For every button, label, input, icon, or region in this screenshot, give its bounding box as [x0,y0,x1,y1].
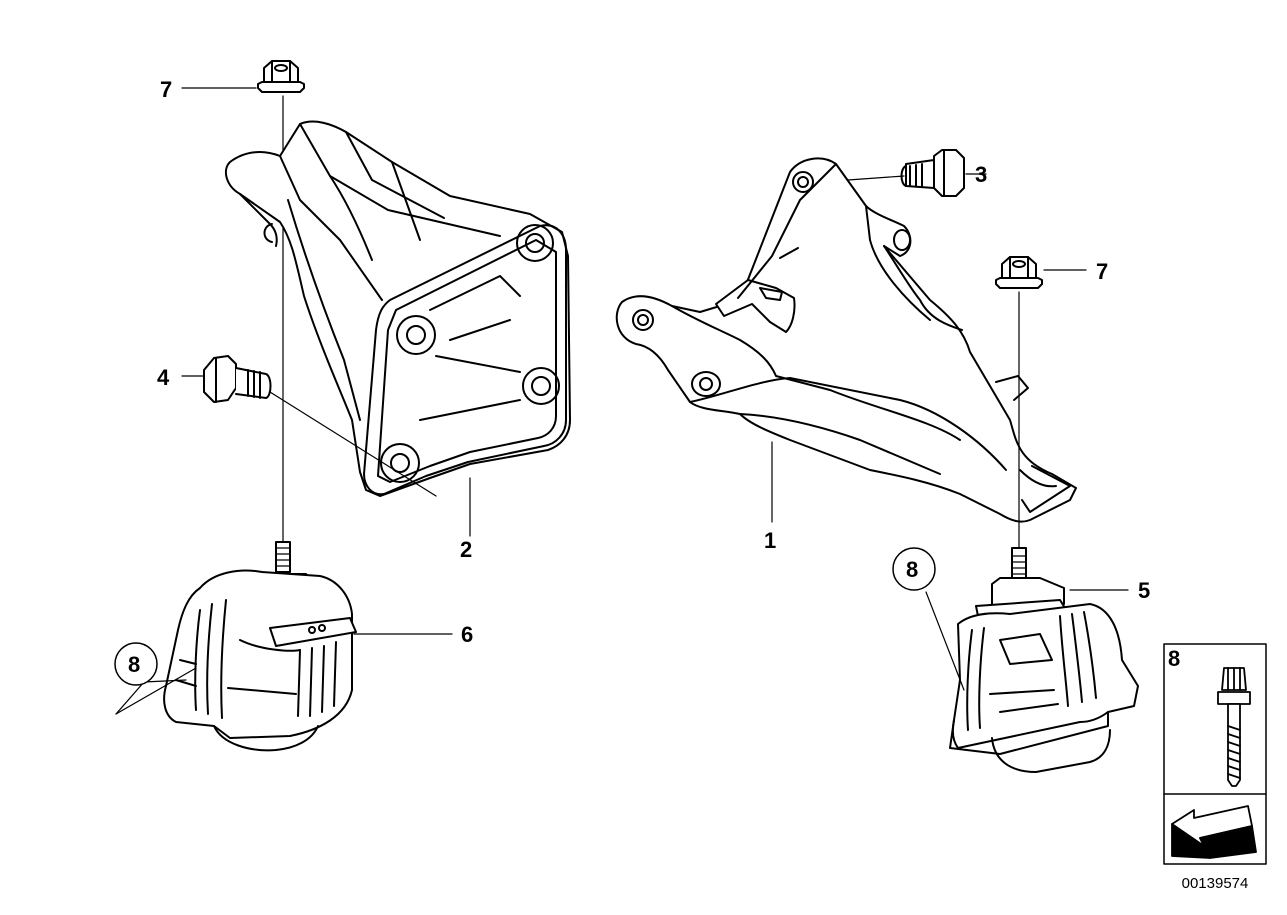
callout-4: 4 [157,365,170,390]
callout-8-left: 8 [128,652,140,677]
callout-7-right: 7 [1096,259,1108,284]
bolt-part-3 [900,149,965,197]
inset-bolt-icon [1217,667,1251,787]
callout-6: 6 [461,622,473,647]
callout-7-left: 7 [160,77,172,102]
callout-5: 5 [1138,578,1150,603]
support-arm-part-1 [615,157,1077,523]
engine-mount-part-5 [949,547,1139,773]
callout-circle-8-left [114,642,158,686]
callout-3: 3 [975,162,987,187]
inset-label: 8 [1168,646,1180,671]
engine-mount-part-6 [163,541,357,752]
callout-1: 1 [764,528,776,553]
callout-8-right: 8 [906,557,918,582]
callout-circle-8-right [892,547,936,591]
bracket-part-2 [224,120,571,497]
bolt-part-4 [203,355,272,403]
flange-nut-right [995,256,1043,289]
callout-2: 2 [460,537,472,562]
direction-arrow-icon [1171,805,1257,859]
drawing-number: 00139574 [1182,875,1249,892]
flange-nut-left [257,60,305,93]
